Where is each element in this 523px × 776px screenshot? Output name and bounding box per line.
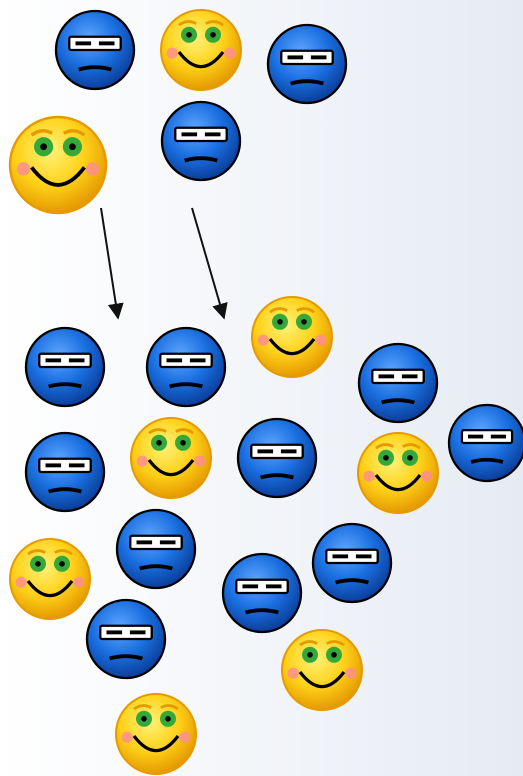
happy-yellow-face-icon (9, 538, 91, 620)
neutral-blue-face-icon (221, 552, 303, 634)
neutral-blue-face-icon (236, 417, 318, 499)
neutral-blue-face-icon (357, 342, 439, 424)
neutral-blue-face-icon (24, 431, 106, 513)
neutral-blue-face-icon (85, 598, 167, 680)
neutral-blue-face-icon (24, 326, 106, 408)
neutral-blue-face-icon (54, 9, 136, 91)
neutral-blue-face-icon (115, 508, 197, 590)
faces-layer (8, 9, 523, 775)
neutral-blue-face-icon (447, 403, 523, 483)
arrow-left (100, 207, 124, 320)
neutral-blue-face-icon (266, 23, 348, 105)
happy-yellow-face-icon (357, 432, 439, 514)
happy-yellow-face-icon (251, 296, 333, 378)
neutral-blue-face-icon (311, 522, 393, 604)
arrows-layer (100, 207, 228, 320)
happy-yellow-face-icon (160, 9, 242, 91)
happy-yellow-face-icon (281, 629, 363, 711)
bottom-group (9, 296, 523, 775)
happy-yellow-face-icon (115, 693, 197, 775)
top-group (8, 9, 348, 215)
happy-yellow-face-icon (130, 417, 212, 499)
neutral-blue-face-icon (160, 100, 242, 182)
happy-yellow-face-icon (8, 115, 108, 215)
neutral-blue-face-icon (145, 326, 227, 408)
arrow-right (191, 207, 228, 320)
